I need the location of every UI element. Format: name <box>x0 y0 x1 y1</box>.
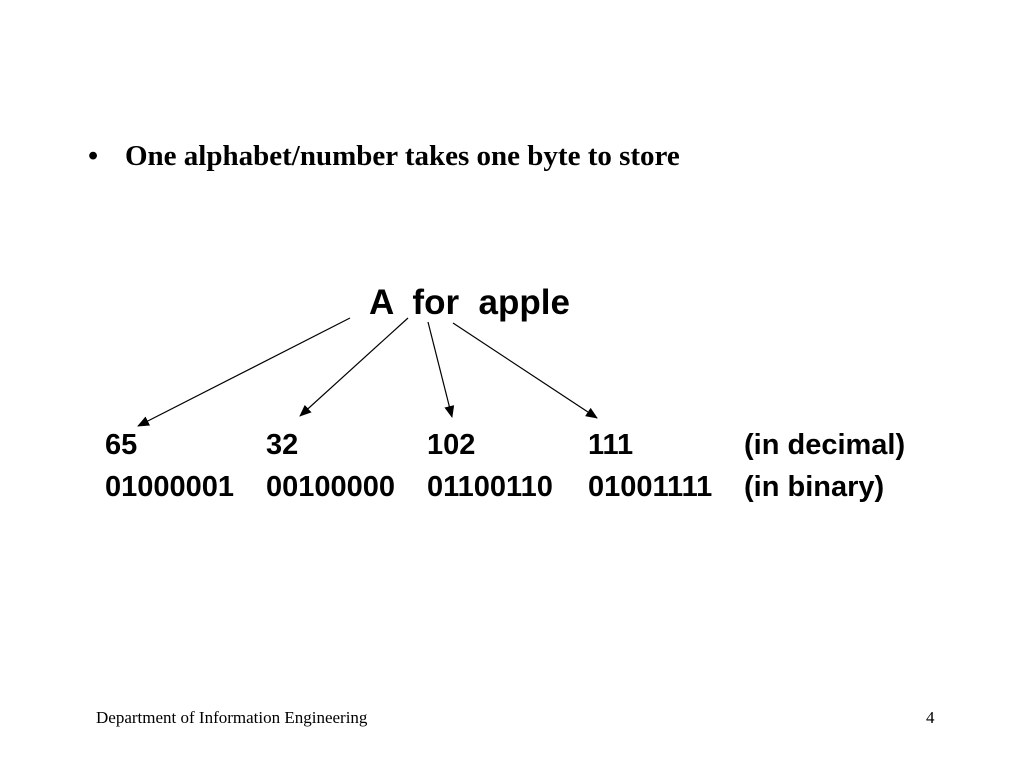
decimal-value-o: 111 <box>588 429 634 461</box>
arrow-to-111 <box>452 322 598 419</box>
decimal-value-A: 65 <box>105 429 138 461</box>
decimal-label: (in decimal) <box>744 429 906 461</box>
binary-value-space: 00100000 <box>266 471 396 503</box>
footer-page-number: 4 <box>926 708 935 727</box>
arrow-to-32 <box>299 317 409 417</box>
example-phrase: A for apple <box>369 283 570 322</box>
bullet-dot: • <box>88 140 99 172</box>
footer-department: Department of Information Engineering <box>96 708 368 727</box>
binary-label: (in binary) <box>744 471 885 503</box>
binary-value-o: 01001111 <box>588 471 713 503</box>
arrow-to-102 <box>427 321 455 418</box>
bullet-text: One alphabet/number takes one byte to st… <box>125 140 680 172</box>
bullet-item: • One alphabet/number takes one byte to s… <box>88 138 680 174</box>
arrow-to-65 <box>137 317 351 427</box>
binary-value-A: 01000001 <box>105 471 235 503</box>
decimal-value-f: 102 <box>427 429 476 461</box>
decimal-value-space: 32 <box>266 429 299 461</box>
binary-value-f: 01100110 <box>427 471 553 503</box>
